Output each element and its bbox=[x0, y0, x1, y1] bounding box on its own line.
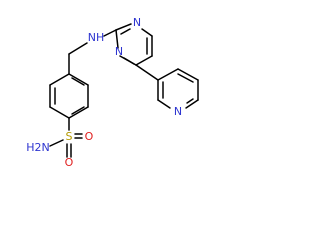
biaryl-bond bbox=[135, 64, 159, 81]
pyridine-bond bbox=[185, 99, 199, 109]
pyrazine-double-bond bbox=[123, 57, 135, 65]
pyrazine-bond bbox=[115, 23, 132, 31]
nh-pyrazine-bond bbox=[103, 29, 117, 37]
benzene-double-bond bbox=[71, 77, 85, 86]
benzene-bond bbox=[68, 73, 89, 86]
pyrazine-bond bbox=[135, 55, 153, 66]
sulfonyl-o-bottom-label: O bbox=[65, 156, 74, 169]
pyrazine-n-top-label: N bbox=[133, 16, 141, 29]
pyrazine-bond bbox=[141, 28, 153, 37]
ch2-nh-bond bbox=[68, 42, 88, 55]
pyridine-double-bond bbox=[177, 73, 194, 83]
sulfonyl-o-right-label: O bbox=[85, 130, 94, 143]
pyridine-bond bbox=[157, 99, 171, 109]
benzene-bond bbox=[68, 106, 89, 119]
benzene-bond bbox=[49, 106, 70, 119]
pyridine-double-bond bbox=[186, 98, 194, 104]
pyrazine-double-bond bbox=[120, 28, 131, 35]
molecule-svg: NH N N N H2N S O O bbox=[26, 16, 199, 169]
pyridine-n-label: N bbox=[174, 105, 182, 118]
pyrazine-n-bottom-label: N bbox=[115, 45, 123, 58]
sulfonyl-s-label: S bbox=[66, 130, 73, 143]
bond-lines bbox=[49, 23, 199, 158]
atom-labels: NH N N N H2N S O O bbox=[26, 16, 182, 169]
sulfur-nh2-bond bbox=[49, 139, 64, 147]
sulfonamide-nh2-label: H2N bbox=[26, 141, 50, 154]
benzene-bond bbox=[49, 73, 70, 86]
pyridine-bond bbox=[157, 68, 179, 81]
pyrazine-bond bbox=[115, 29, 119, 49]
pyridine-bond bbox=[177, 68, 199, 81]
benzene-double-bond bbox=[71, 106, 85, 115]
structure-diagram: NH N N N H2N S O O bbox=[26, 16, 199, 169]
amine-nh-label: NH bbox=[88, 31, 105, 44]
